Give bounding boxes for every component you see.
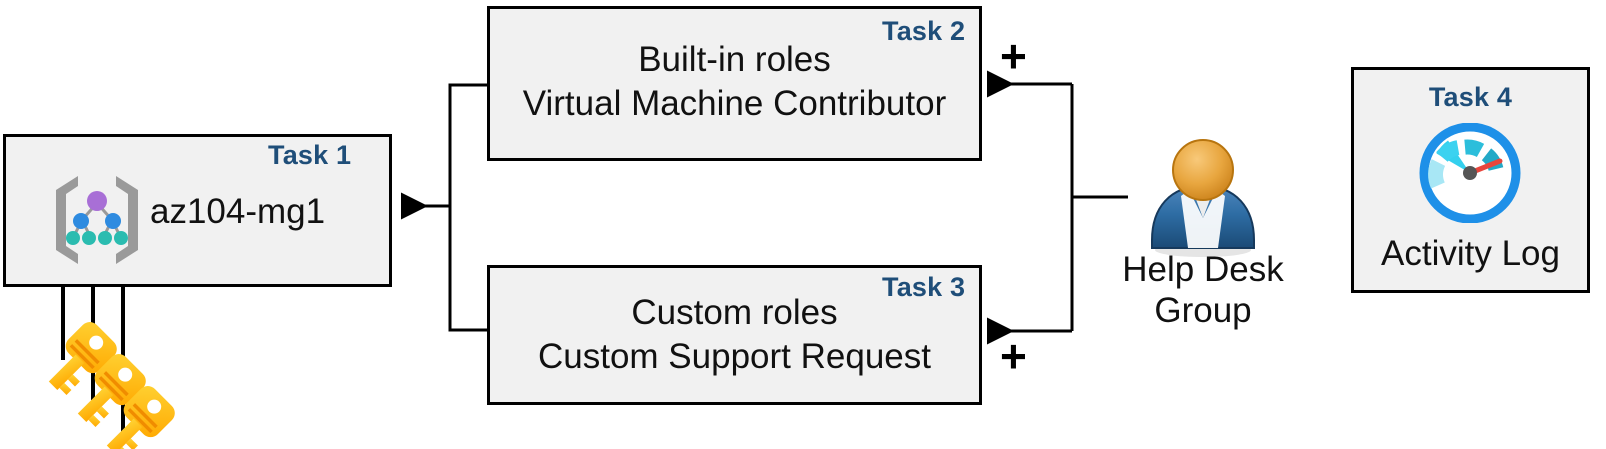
left-connector-group — [401, 83, 487, 332]
task3-box[interactable] — [487, 265, 982, 405]
actor-caption-line2: Group — [1154, 291, 1252, 330]
management-group-icon — [48, 168, 146, 268]
key-icon-3 — [95, 380, 195, 449]
task1-text: az104-mg1 — [150, 192, 326, 231]
task2-text-line1: Built-in roles — [638, 40, 831, 79]
task3-label: Task 3 — [882, 272, 966, 302]
plus-bottom-icon: + — [1000, 330, 1027, 382]
task2-box[interactable] — [487, 6, 982, 161]
actor-caption-line1: Help Desk — [1122, 250, 1284, 289]
task3-text-line2: Custom Support Request — [538, 337, 931, 376]
task2-text-line2: Virtual Machine Contributor — [522, 84, 947, 123]
task4-label: Task 4 — [1428, 82, 1513, 112]
key-icon-1 — [37, 316, 137, 416]
task3-text-line1: Custom roles — [631, 293, 838, 332]
task2-label: Task 2 — [882, 16, 966, 46]
user-group-icon — [1130, 138, 1276, 258]
key-icon-2 — [66, 348, 166, 448]
activity-log-gauge-icon — [1410, 122, 1530, 224]
task1-box[interactable] — [3, 134, 392, 287]
plus-top-icon: + — [1000, 30, 1027, 82]
task1-label: Task 1 — [268, 140, 352, 170]
task4-text: Activity Log — [1381, 234, 1560, 273]
